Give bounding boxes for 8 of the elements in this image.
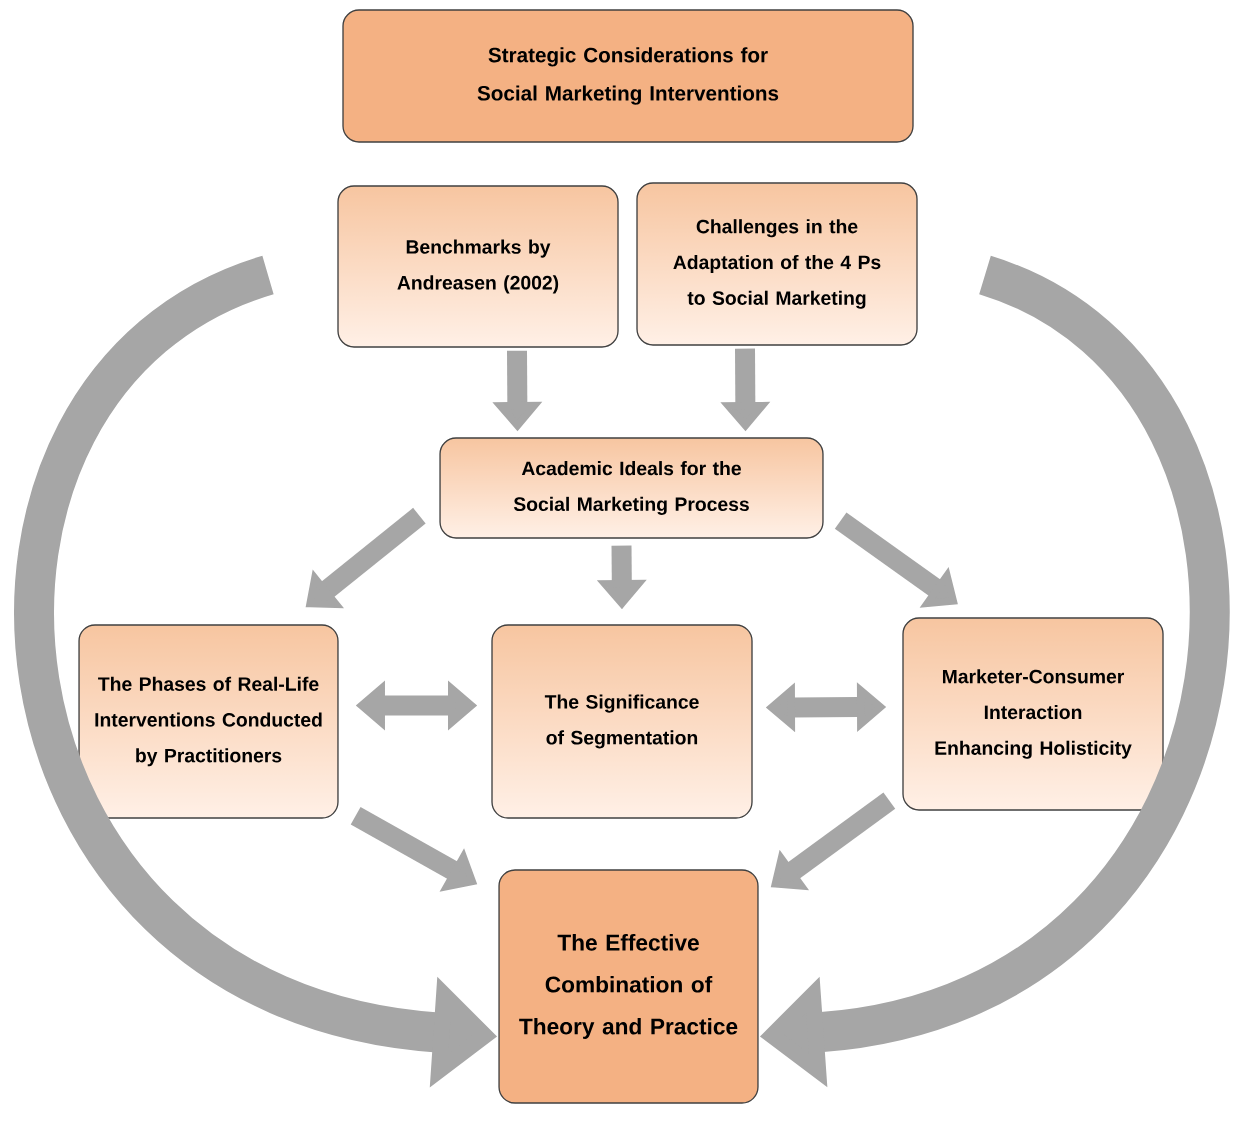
process-box: Academic Ideals for the Social Marketing Process	[439, 437, 824, 539]
process-box: Marketer-Consumer Interaction Enhancing Holisticity	[902, 617, 1164, 811]
process-box: The Phases of Real-Life Interventions Conducted by Practitioners	[78, 624, 339, 819]
process-box: The Significance of Segmentation	[491, 624, 753, 819]
process-box: Challenges in the Adaptation of the 4 Ps to Social Marketing	[636, 182, 918, 346]
process-box: Benchmarks by Andreasen (2002)	[337, 185, 619, 348]
process-box: Strategic Considerations for Social Marketing Interventions	[342, 9, 914, 143]
process-box: The Effective Combination of Theory and Practice	[498, 869, 759, 1104]
